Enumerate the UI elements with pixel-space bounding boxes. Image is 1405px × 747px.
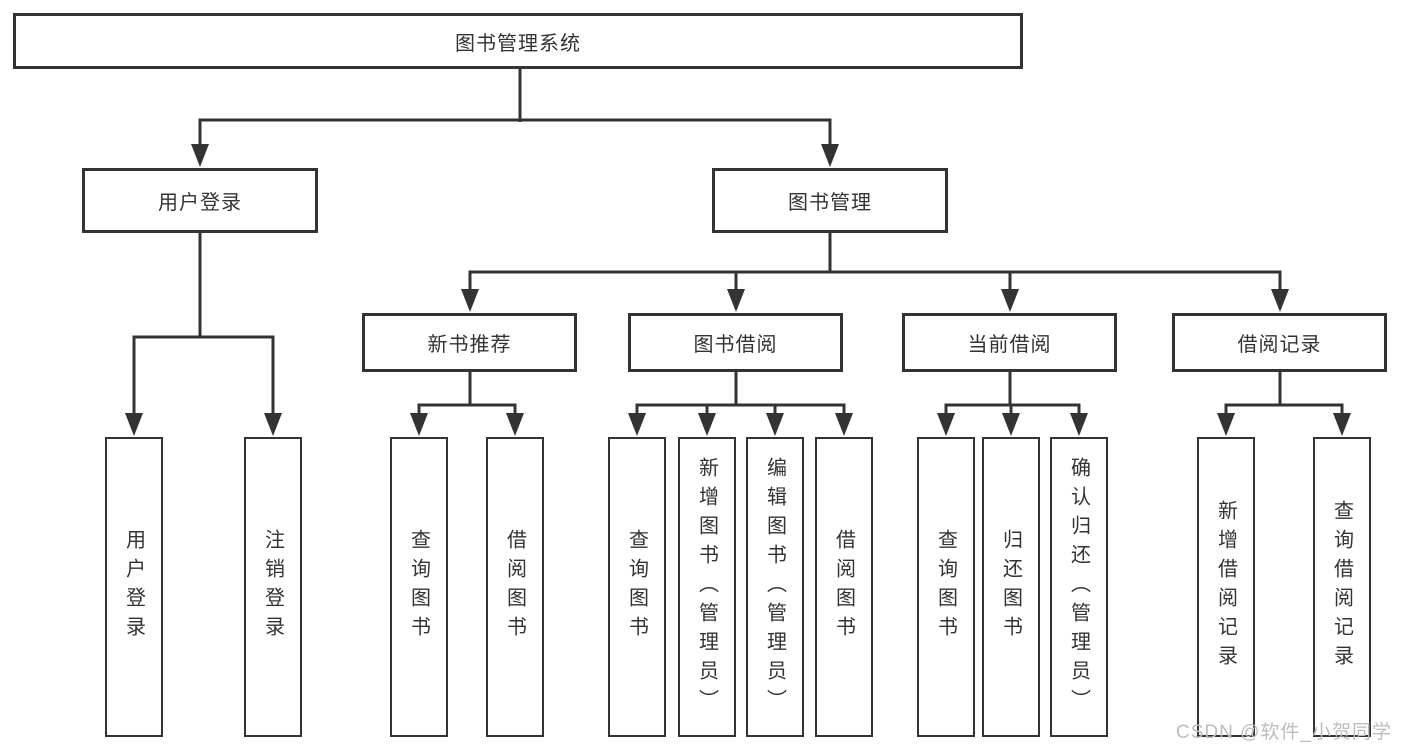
- leaf-cb-return-books-label: 归还图书: [999, 529, 1022, 645]
- node-borrowing-records: 借阅记录: [1172, 313, 1387, 372]
- leaf-user-login-label: 用户登录: [122, 529, 145, 645]
- node-book-borrowing: 图书借阅: [628, 313, 843, 372]
- leaf-bb-query-books: 查询图书: [608, 437, 666, 737]
- node-user-login: 用户登录: [82, 168, 318, 233]
- node-new-book-recommend: 新书推荐: [362, 313, 577, 372]
- leaf-bb-edit-books-admin-label: 编辑图书（管理员）: [763, 456, 786, 718]
- leaf-cb-query-books: 查询图书: [917, 437, 975, 737]
- leaf-bb-add-books-admin: 新增图书（管理员）: [678, 437, 736, 737]
- leaf-logout-login: 注销登录: [244, 437, 302, 737]
- node-book-management: 图书管理: [712, 168, 948, 233]
- leaf-bb-borrow-books: 借阅图书: [815, 437, 873, 737]
- leaf-cb-return-books: 归还图书: [982, 437, 1040, 737]
- leaf-nbr-borrow-books: 借阅图书: [486, 437, 544, 737]
- leaf-logout-login-label: 注销登录: [261, 529, 284, 645]
- leaf-br-add-borrow-record-label: 新增借阅记录: [1214, 500, 1237, 674]
- leaf-nbr-query-books: 查询图书: [390, 437, 448, 737]
- leaf-cb-confirm-return-admin-label: 确认归还（管理员）: [1067, 456, 1090, 718]
- csdn-watermark: CSDN @软件_小贺同学: [1176, 722, 1392, 743]
- leaf-br-query-borrow-record: 查询借阅记录: [1313, 437, 1371, 737]
- leaf-bb-edit-books-admin: 编辑图书（管理员）: [746, 437, 804, 737]
- leaf-br-query-borrow-record-label: 查询借阅记录: [1330, 500, 1353, 674]
- node-current-borrowing: 当前借阅: [902, 313, 1117, 372]
- leaf-nbr-borrow-books-label: 借阅图书: [503, 529, 526, 645]
- leaf-nbr-query-books-label: 查询图书: [407, 529, 430, 645]
- arrowheads: [125, 144, 1351, 436]
- leaf-bb-borrow-books-label: 借阅图书: [832, 529, 855, 645]
- leaf-cb-query-books-label: 查询图书: [934, 529, 957, 645]
- leaf-bb-query-books-label: 查询图书: [625, 529, 648, 645]
- leaf-user-login: 用户登录: [105, 437, 163, 737]
- leaf-bb-add-books-admin-label: 新增图书（管理员）: [695, 456, 718, 718]
- leaf-cb-confirm-return-admin: 确认归还（管理员）: [1050, 437, 1108, 737]
- node-root-library-system: 图书管理系统: [13, 13, 1023, 69]
- leaf-br-add-borrow-record: 新增借阅记录: [1197, 437, 1255, 737]
